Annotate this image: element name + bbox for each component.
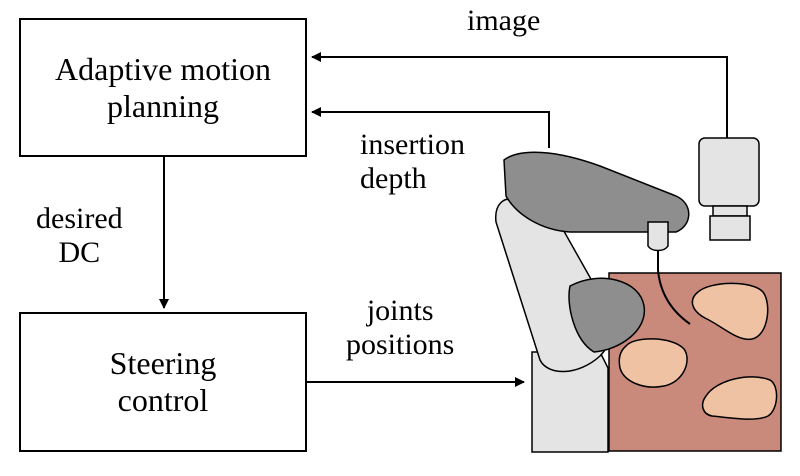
image-label: image <box>467 4 541 37</box>
steering-block-line2: control <box>117 382 209 418</box>
insertion-depth-line2: depth <box>360 162 427 195</box>
steering-block-line1: Steering <box>109 345 217 381</box>
desired-dc-line1: desired <box>36 202 123 235</box>
insertion-depth-line1: insertion <box>360 128 465 161</box>
robot-lower-joint <box>568 277 646 353</box>
target-region-3 <box>701 376 778 420</box>
desired-dc-label: desired DC <box>36 202 123 270</box>
steering-block: Steering control <box>19 312 307 452</box>
insertion-depth-arrow <box>311 107 550 148</box>
camera-lens <box>709 215 751 241</box>
insertion-depth-label: insertion depth <box>360 128 465 196</box>
robot-upper-arm <box>503 151 690 233</box>
planning-block-line2: planning <box>107 87 219 124</box>
camera-body <box>698 137 760 207</box>
planning-block-line1: Adaptive motion <box>55 50 271 87</box>
joints-positions-line1: joints <box>366 294 434 327</box>
target-region-1 <box>691 282 769 341</box>
planning-block: Adaptive motion planning <box>19 18 307 157</box>
robot-wrist <box>647 221 669 252</box>
target-region-2 <box>618 338 688 388</box>
image-arrow <box>311 52 728 140</box>
joints-positions-line2: positions <box>346 328 455 361</box>
camera-neck <box>712 205 748 217</box>
joints-positions-label: joints positions <box>346 294 454 362</box>
needle <box>657 250 691 325</box>
desired-dc-line2: DC <box>58 236 101 269</box>
